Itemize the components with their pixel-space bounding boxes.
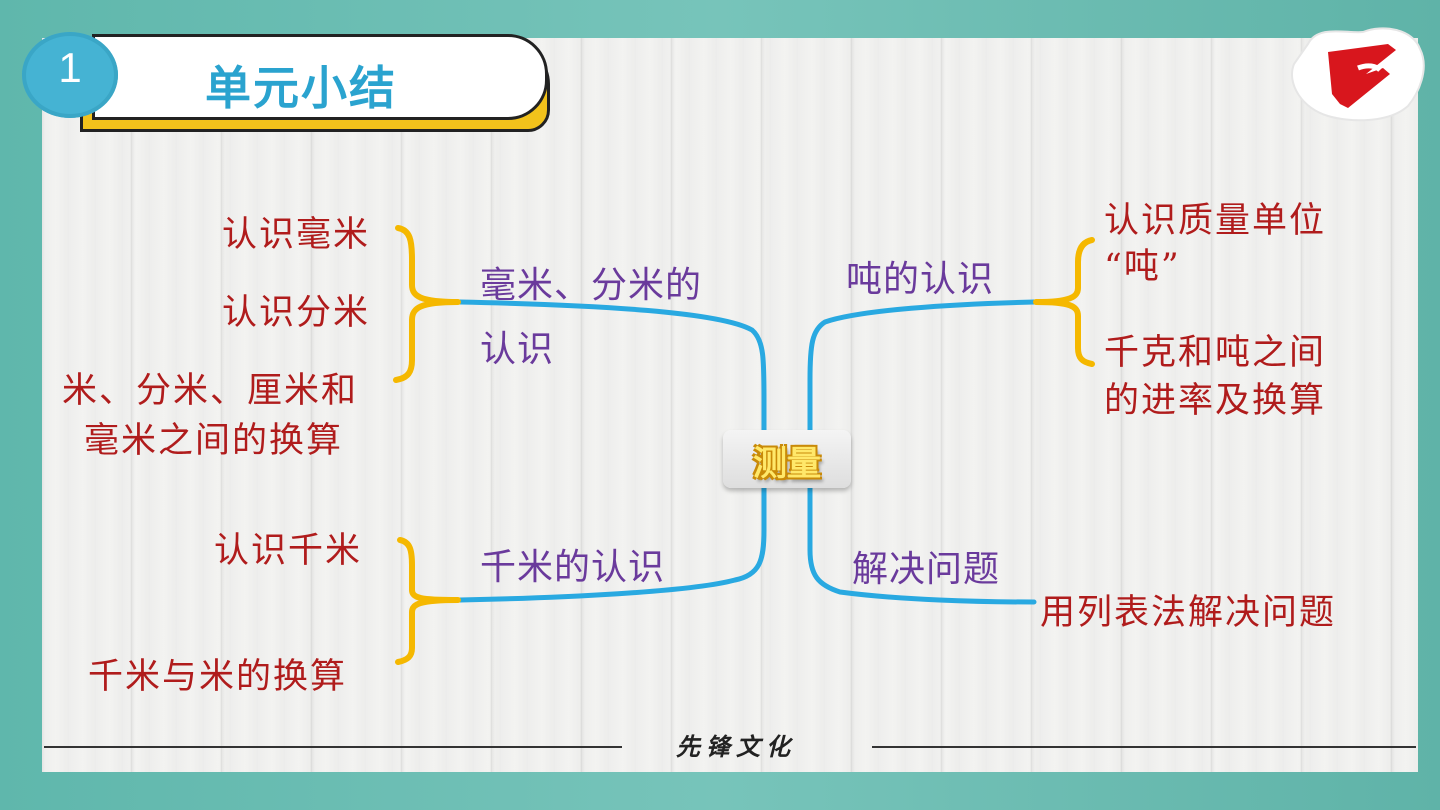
- leaf-mass-unit-line1: 认识质量单位: [1104, 201, 1327, 241]
- leaf-unit-conversion-line2: 毫米之间的换算: [84, 421, 344, 461]
- footer-divider-right: [872, 746, 1416, 748]
- page-title: 单元小结: [205, 61, 397, 115]
- leaf-km-m-conversion: 千米与米的换算: [88, 657, 348, 697]
- wood-background-board: [42, 38, 1418, 772]
- section-number-badge: [22, 32, 118, 118]
- branch-problem-solving: 解决问题: [852, 549, 1001, 590]
- brace-left-bottom: [395, 537, 461, 665]
- leaf-kg-ton-line2: 的进率及换算: [1104, 381, 1327, 421]
- connector-right-bottom: [807, 447, 1037, 605]
- leaf-recognize-decimeter: 认识分米: [222, 293, 371, 333]
- publisher-logo-icon: [1291, 27, 1425, 122]
- brace-right-top: [1033, 237, 1095, 367]
- connector-right-top: [807, 299, 1037, 453]
- branch-mm-dm-line2: 认识: [480, 329, 555, 370]
- branch-mm-dm-line1: 毫米、分米的: [480, 265, 703, 306]
- title-banner: [92, 34, 548, 120]
- leaf-table-method: 用列表法解决问题: [1040, 593, 1337, 633]
- footer-divider-left: [44, 746, 622, 748]
- brace-left-top: [393, 225, 461, 383]
- footer-brand: 先锋文化: [676, 732, 796, 761]
- center-node-label: 测量: [753, 444, 821, 484]
- leaf-kg-ton-line1: 千克和吨之间: [1104, 333, 1327, 373]
- connector-left-bottom: [457, 447, 767, 603]
- branch-kilometer: 千米的认识: [480, 547, 666, 588]
- leaf-recognize-kilometer: 认识千米: [214, 531, 363, 571]
- leaf-unit-conversion-line1: 米、分米、厘米和: [62, 371, 359, 411]
- leaf-recognize-millimeter: 认识毫米: [222, 215, 371, 255]
- center-node: [723, 430, 851, 488]
- section-number: 1: [58, 44, 82, 91]
- leaf-mass-unit-line2: “吨”: [1104, 247, 1181, 287]
- branch-ton: 吨的认识: [846, 259, 995, 300]
- connector-left-top: [457, 299, 767, 453]
